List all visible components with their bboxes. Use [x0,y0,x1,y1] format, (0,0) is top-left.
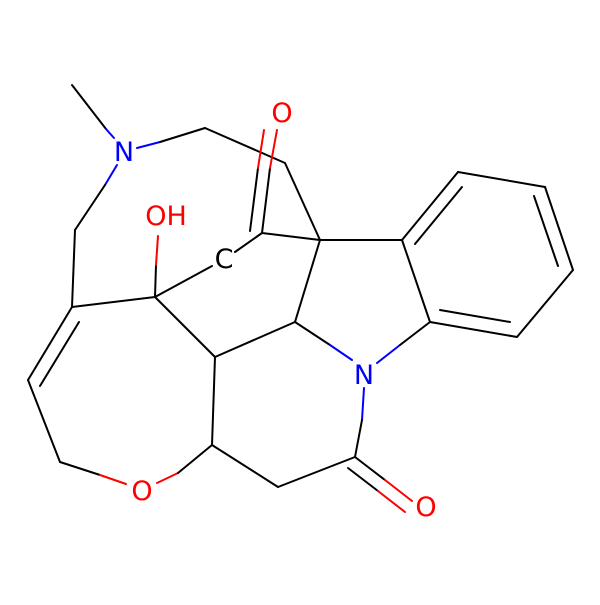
bond-nindole-benzene-blue [376,344,401,364]
bond-c-oh-red [155,235,159,266]
atom-oh: OH [145,201,187,232]
bond-o-ch [177,444,213,474]
bond-co-2 [249,167,259,232]
bond-ch2-o [59,461,101,476]
bond-lactam-co-1-red [384,479,413,502]
bond-bridge-carbonyl [234,232,263,253]
bond-methyl-n-blue [105,128,115,139]
bond-co-1 [261,167,271,234]
bond-n-ch2-right [159,127,206,143]
bond-ch2-ch2 [204,127,286,164]
atom-o-ether: O [131,476,152,507]
bond-benz-5 [457,171,546,188]
bond-c-oh [154,264,157,298]
atom-o-ketone: O [271,98,292,129]
bond-ch2-cho [211,444,279,488]
bond-chn-spiro [294,239,321,323]
bond-ch2-spiro [284,162,321,241]
bond-junction-chn [214,321,296,358]
bond-benz-4-inner [533,195,559,267]
bond-chn-nindole-blue [329,344,353,361]
bond-co-1-red [269,129,278,169]
bond-alkene-cqoh [71,296,156,308]
bond-lactam-co-2 [347,467,379,492]
atom-n-amine: N [114,137,134,168]
bond-junction-choh [211,356,216,446]
bond-ch2-o-red [99,474,127,485]
bonds [27,84,574,513]
bond-n-ch2-right-blue [136,141,161,149]
bond-nindole-lactam [354,419,363,458]
bond-co-2-red [257,129,265,169]
bond-cqoh-bridge [154,265,213,298]
bond-benz-1 [401,239,431,323]
bond-benz-2-inner [439,309,511,323]
atom-o-lactam: O [415,492,436,523]
bond-lactam-co-2-red [377,490,406,513]
bond-alkene-ch2 [27,379,61,463]
bond-ch2-alkene [71,229,76,308]
atom-n-indole: N [354,360,374,391]
bond-o-ch-red [156,472,179,484]
atom-labels: N N OH O O O C [114,98,437,523]
bond-alkene-1 [27,306,73,381]
bond-benz-4 [544,186,574,271]
bond-benz-6-inner [414,186,463,245]
bond-carbonyl-spiro [261,232,321,241]
bond-cqoh-junction [154,296,216,358]
bond-lactam-ch2 [277,456,356,488]
bond-alkene-2 [39,321,80,387]
bond-benz-6 [401,171,459,241]
bond-methyl-n [71,84,107,130]
bond-lactam-co-1 [354,456,386,481]
bond-benz-2 [429,321,518,338]
bond-chn-nindole [294,321,331,346]
bond-nindole-benzene [399,321,431,346]
bond-nindole-lactam-blue [361,387,365,421]
atom-c-bridge: C [215,244,234,275]
bond-n-ch2-left-blue [104,164,118,186]
bond-benz-3 [516,269,574,338]
bond-n-ch2-left [74,184,106,231]
